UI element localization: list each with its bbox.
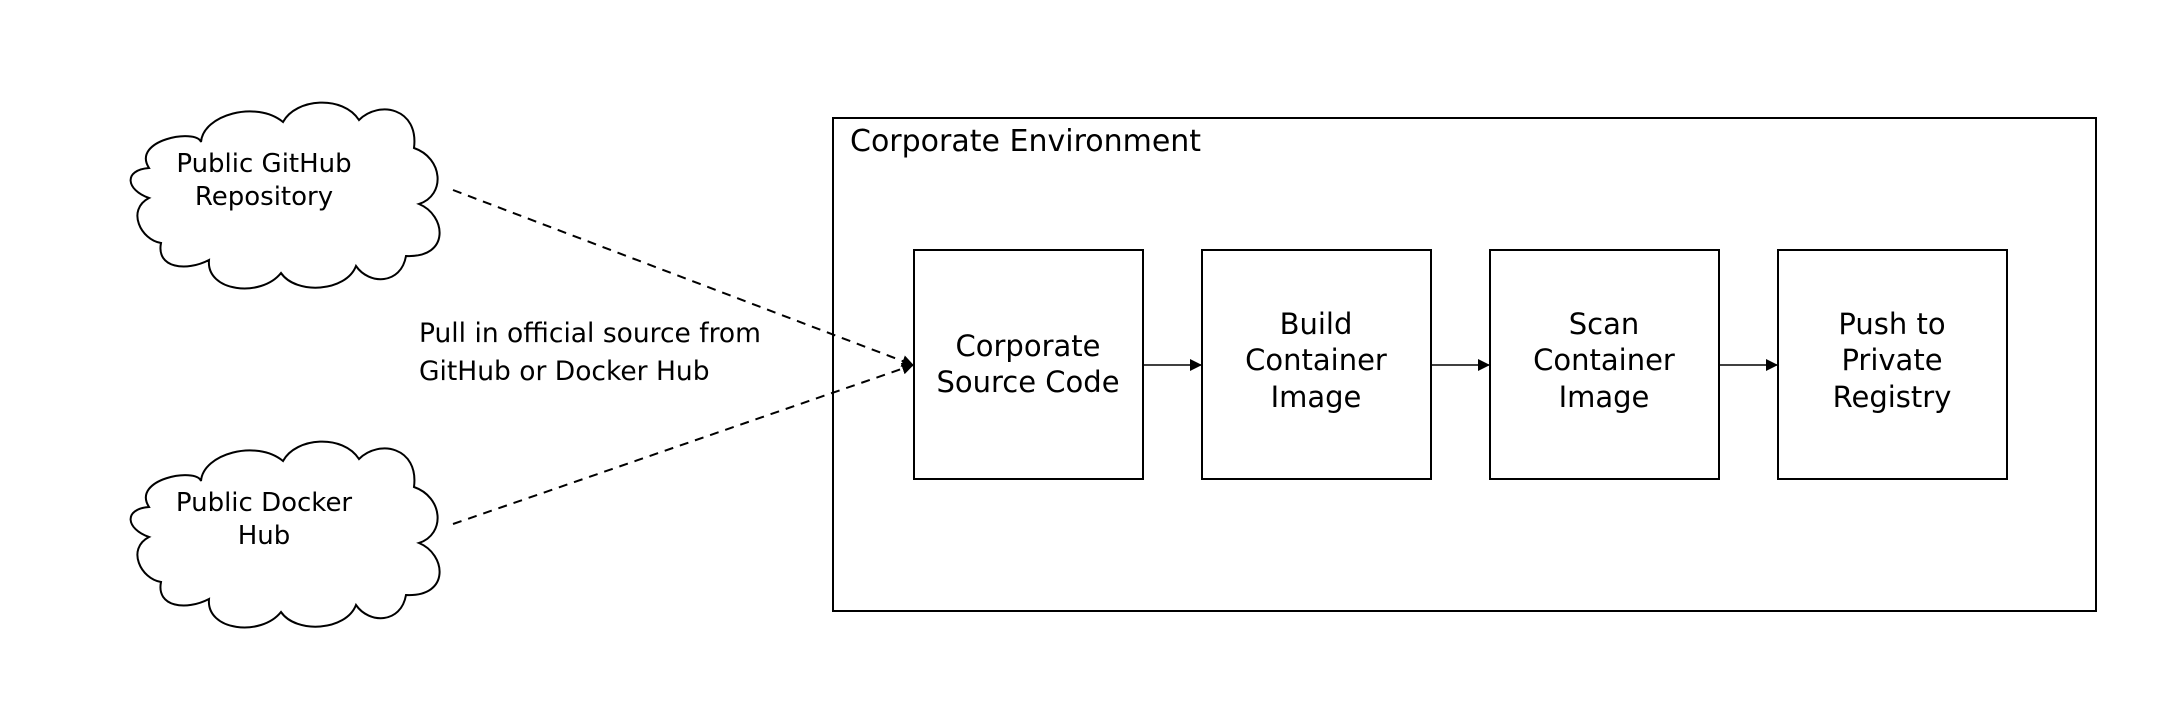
step-label-source-code: Corporate Source Code [936,329,1120,400]
github-cloud-shape [129,101,441,290]
step-label-build-image: Build Container Image [1245,307,1387,414]
docker-to-source-connector [452,362,914,525]
pull-source-label: Pull in official source from GitHub or D… [419,318,761,388]
step-box-build-image [1201,249,1432,480]
github-cloud-label: Public GitHub Repository [176,149,352,212]
step-box-scan-image [1489,249,1720,480]
step-label-scan-image: Scan Container Image [1533,307,1675,414]
step-box-push-registry [1777,249,2008,480]
github-to-source-connector [452,189,914,367]
corporate-environment-box [832,117,2097,612]
step-box-source-code [913,249,1144,480]
step-label-push-registry: Push to Private Registry [1832,307,1952,414]
docker-cloud-label: Public Docker Hub [175,488,353,551]
docker-cloud-shape [129,440,441,629]
corporate-environment-title: Corporate Environment [850,124,1202,159]
